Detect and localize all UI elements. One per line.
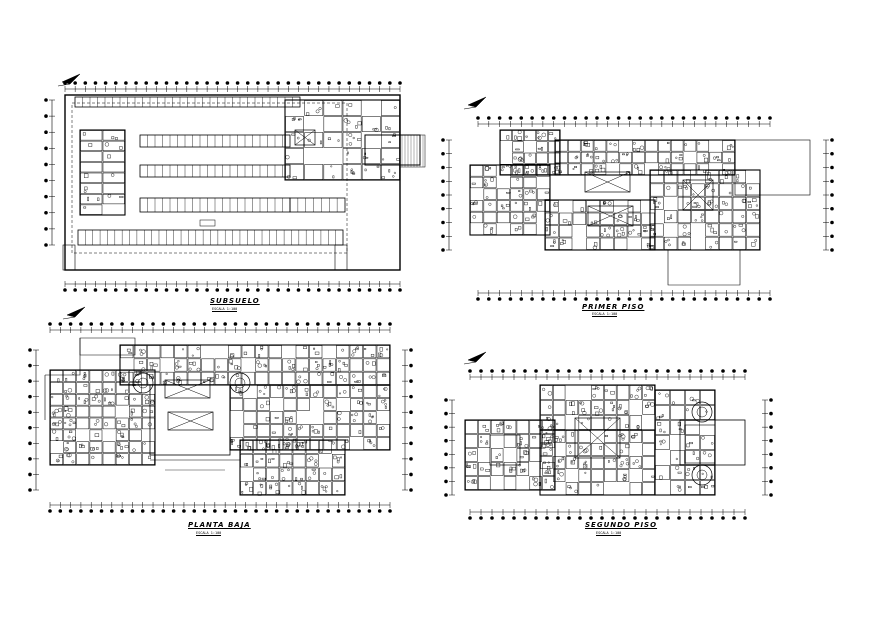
plan-subsuelo — [44, 73, 426, 292]
plan-scale-planta-baja: ESCALA 1:100 — [196, 531, 222, 536]
plan-title-primer-piso: PRIMER PISO — [582, 303, 645, 311]
north-arrow-icon — [57, 73, 81, 87]
plan-scale-segundo-piso: ESCALA 1:100 — [596, 531, 622, 536]
plan-primer-piso — [441, 96, 834, 301]
plan-title-planta-baja: PLANTA BAJA — [188, 521, 251, 529]
plan-scale-primer-piso: ESCALA 1:100 — [592, 312, 618, 317]
north-arrow-icon — [62, 306, 86, 320]
plan-title-segundo-piso: SEGUNDO PISO — [585, 521, 658, 529]
plan-scale-subsuelo: ESCALA 1:100 — [212, 307, 238, 312]
plan-title-subsuelo: SUBSUELO — [210, 297, 260, 305]
plan-planta-baja — [28, 306, 413, 513]
north-arrow-icon — [463, 96, 487, 110]
plan-segundo-piso — [444, 351, 773, 520]
north-arrow-icon — [463, 351, 487, 365]
